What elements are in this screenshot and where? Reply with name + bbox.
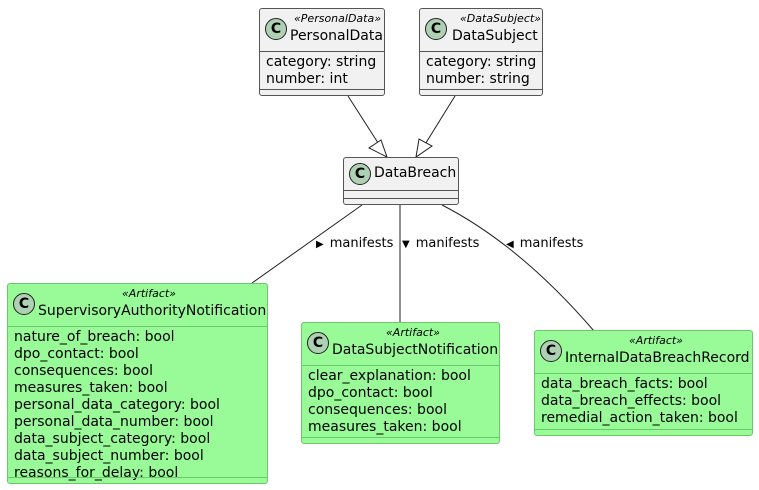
class-attributes: clear_explanation: bool dpo_contact: boo… <box>302 366 499 436</box>
association-line-supervisory <box>251 204 363 284</box>
class-stereotype: «Artifact» <box>386 326 440 339</box>
direction-arrow-icon: ▼ <box>402 239 410 250</box>
class-badge-icon: C <box>540 340 562 362</box>
class-name: DataSubjectNotification <box>332 342 499 358</box>
methods-divider <box>420 89 542 90</box>
class-attribute: dpo_contact: bool <box>308 385 433 401</box>
methods-divider <box>344 198 458 199</box>
class-name: DataSubject <box>452 28 538 44</box>
relation-label-internalrecord: ◀ manifests <box>506 236 583 251</box>
class-databreach[interactable]: C DataBreach <box>343 157 459 205</box>
class-badge-icon: C <box>13 293 35 315</box>
relation-label-supervisory: ▶ manifests <box>316 236 393 251</box>
class-attributes: category: string number: int <box>260 52 384 88</box>
class-attribute: consequences: bool <box>14 363 153 379</box>
class-attribute: remedial_action_taken: bool <box>541 410 738 426</box>
class-attribute: data_subject_category: bool <box>14 431 211 447</box>
class-attribute: measures_taken: bool <box>14 380 168 396</box>
class-datasubject[interactable]: C «DataSubject» DataSubject category: st… <box>419 8 543 96</box>
class-badge-icon: C <box>307 332 329 354</box>
methods-divider <box>535 429 752 430</box>
class-personaldata[interactable]: C «PersonalData» PersonalData category: … <box>259 8 385 96</box>
class-stereotype: «Artifact» <box>122 287 176 300</box>
class-attribute: category: string <box>266 54 377 70</box>
class-name: InternalDataBreachRecord <box>565 350 750 366</box>
class-badge-icon: C <box>425 18 447 40</box>
class-badge-icon: C <box>265 18 287 40</box>
class-header: C «PersonalData» PersonalData <box>260 9 384 52</box>
class-internaldatabreachrecord[interactable]: C «Artifact» InternalDataBreachRecord da… <box>534 330 753 436</box>
class-attribute: number: int <box>266 71 348 87</box>
class-badge-icon: C <box>349 163 371 185</box>
class-attribute: data_breach_effects: bool <box>541 393 722 409</box>
direction-arrow-icon: ◀ <box>506 239 514 250</box>
class-header: C «Artifact» DataSubjectNotification <box>302 323 499 366</box>
class-datasubjectnotification[interactable]: C «Artifact» DataSubjectNotification cle… <box>301 322 500 444</box>
class-attribute: personal_data_category: bool <box>14 397 220 413</box>
class-attribute: nature_of_breach: bool <box>14 329 175 345</box>
relation-label-text: manifests <box>415 236 480 251</box>
class-stereotype: «Artifact» <box>629 334 683 347</box>
class-header: C DataBreach <box>344 158 458 191</box>
class-supervisoryauthoritynotification[interactable]: C «Artifact» SupervisoryAuthorityNotific… <box>7 283 268 484</box>
relation-label-datasubjectnotification: ▼ manifests <box>402 236 479 251</box>
methods-divider <box>260 89 384 90</box>
direction-arrow-icon: ▶ <box>316 239 324 250</box>
class-attribute: reasons_for_delay: bool <box>14 465 179 481</box>
generalization-arrowhead-personaldata <box>368 139 388 159</box>
class-attribute: consequences: bool <box>308 402 447 418</box>
relation-label-text: manifests <box>519 236 584 251</box>
association-line-internalrecord <box>441 204 595 332</box>
class-name: SupervisoryAuthorityNotification <box>38 303 267 319</box>
class-attribute: measures_taken: bool <box>308 419 462 435</box>
class-attribute: data_breach_facts: bool <box>541 376 708 392</box>
class-name: DataBreach <box>374 165 457 181</box>
methods-divider <box>8 477 267 478</box>
class-attributes: data_breach_facts: bool data_breach_effe… <box>535 374 752 427</box>
relation-label-text: manifests <box>329 236 394 251</box>
class-attribute: personal_data_number: bool <box>14 414 214 430</box>
class-attribute: number: string <box>426 71 530 87</box>
generalization-line-datasubject <box>423 95 456 147</box>
class-attributes: category: string number: string <box>420 52 542 88</box>
class-attribute: clear_explanation: bool <box>308 368 471 384</box>
class-attributes: nature_of_breach: bool dpo_contact: bool… <box>8 327 267 482</box>
class-stereotype: «DataSubject» <box>460 12 541 25</box>
class-attribute: data_subject_number: bool <box>14 448 204 464</box>
generalization-line-personaldata <box>347 95 381 147</box>
class-attribute: dpo_contact: bool <box>14 346 139 362</box>
generalization-arrowhead-datasubject <box>415 138 433 159</box>
methods-divider <box>302 437 499 438</box>
class-header: C «Artifact» SupervisoryAuthorityNotific… <box>8 284 267 327</box>
class-header: C «DataSubject» DataSubject <box>420 9 542 52</box>
class-header: C «Artifact» InternalDataBreachRecord <box>535 331 752 374</box>
class-name: PersonalData <box>290 28 383 44</box>
class-attribute: category: string <box>426 54 537 70</box>
class-stereotype: «PersonalData» <box>294 12 381 25</box>
